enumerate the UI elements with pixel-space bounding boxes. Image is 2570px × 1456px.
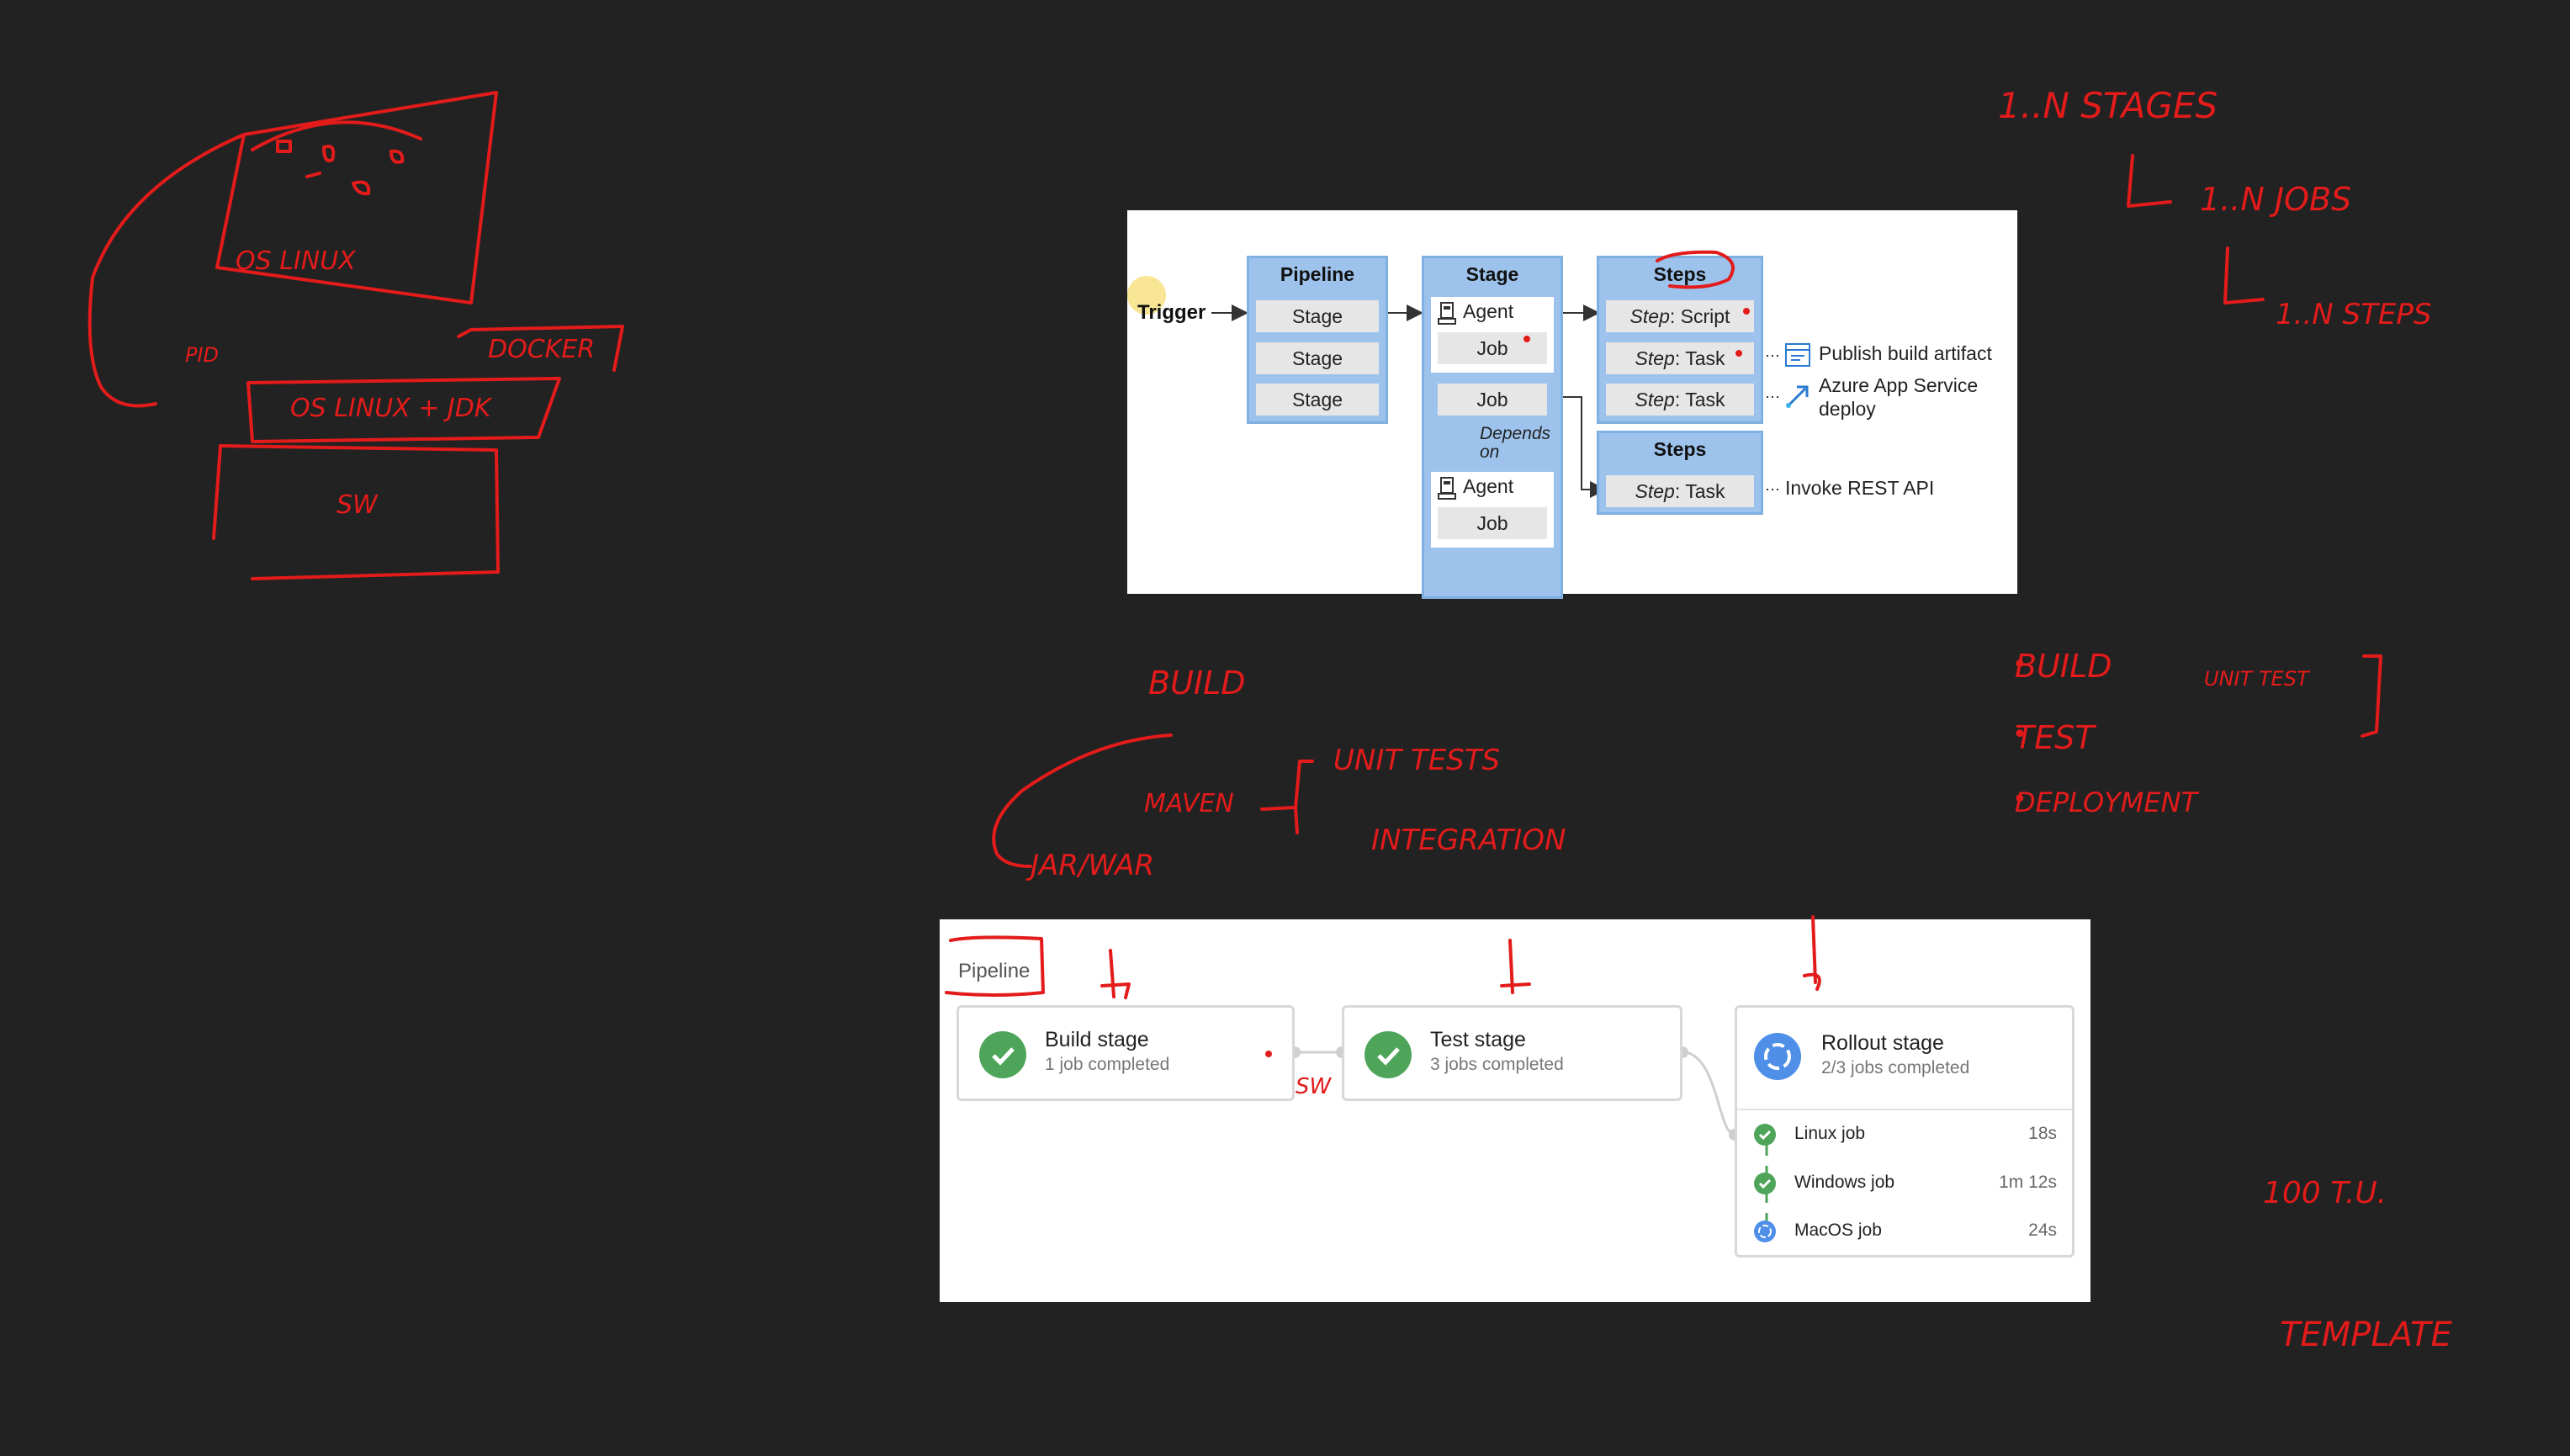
trigger-label: Trigger: [1137, 301, 1206, 324]
build-stage-card[interactable]: Build stage 1 job completed: [956, 1005, 1295, 1101]
handwritten-list-build-note: UNIT TEST: [2204, 667, 2311, 691]
job-name[interactable]: Windows job: [1794, 1173, 1895, 1192]
job-connector-line: [1765, 1142, 1768, 1223]
stage-status: 2/3 jobs completed: [1821, 1058, 1970, 1077]
handwritten-build: BUILD: [1148, 664, 1246, 702]
stage-job-2: Job: [1438, 384, 1547, 416]
handwritten-sw: SW: [1296, 1074, 1333, 1099]
stage-title: Rollout stage: [1821, 1031, 1944, 1055]
handwritten-hundred: 100 T.U.: [2263, 1176, 2387, 1210]
pipeline-run-panel: Pipeline Build stage 1 job completed Tes…: [940, 919, 2090, 1302]
stage-divider: [1737, 1109, 2072, 1110]
handwritten-list-deploy: DEPLOYMENT: [2015, 786, 2200, 818]
stage-status: 3 jobs completed: [1430, 1055, 1564, 1074]
stage-job-1: Job: [1438, 332, 1547, 364]
job-duration: 24s: [2028, 1220, 2057, 1240]
pipeline-title: Pipeline: [1280, 263, 1355, 285]
job-duration: 18s: [2028, 1124, 2057, 1143]
step-script: Step: Script: [1606, 300, 1754, 332]
handwritten-template: TEMPLATE: [2280, 1316, 2453, 1354]
handwritten-jar: JAR/WAR: [1025, 849, 1154, 882]
success-check-icon: [1364, 1031, 1412, 1078]
agent-icon: [1438, 477, 1456, 500]
stage-title: Build stage: [1045, 1028, 1149, 1051]
architecture-diagram-panel: Trigger Pipeline Stage Stage Stage Stage: [1127, 210, 2017, 599]
handwritten-jobs: 1..N JOBS: [2200, 181, 2351, 218]
step-task-publish: Step: Task: [1606, 342, 1754, 374]
test-stage-card[interactable]: Test stage 3 jobs completed: [1342, 1005, 1682, 1101]
success-check-icon: [1754, 1173, 1776, 1194]
handwritten-os-linux: OS LINUX: [236, 246, 357, 276]
stage-title: Stage: [1465, 263, 1519, 285]
rollout-stage-card[interactable]: Rollout stage 2/3 jobs completed Linux j…: [1735, 1005, 2075, 1257]
azure-deploy-note-line2: deploy: [1819, 398, 1876, 420]
agent-box-2: Agent Job: [1431, 472, 1554, 548]
job-name[interactable]: Linux job: [1794, 1124, 1866, 1143]
handwritten-pid: PID: [185, 343, 219, 367]
success-check-icon: [1754, 1124, 1776, 1146]
success-check-icon: [979, 1031, 1026, 1078]
handwritten-stages: 1..N STAGES: [1998, 85, 2218, 126]
agent-icon: [1438, 302, 1456, 325]
depends-on-label: Depends on: [1480, 424, 1551, 462]
handwritten-os-linux-jdk: OS LINUX + JDK: [290, 394, 493, 423]
pipeline-stage-3: Stage: [1256, 384, 1379, 416]
pipeline-stage-2: Stage: [1256, 342, 1379, 374]
handwritten-bullet: •: [2012, 720, 2027, 749]
in-progress-icon: [1754, 1220, 1776, 1242]
handwritten-list-build: BUILD: [2015, 648, 2112, 685]
publish-artifact-note: Publish build artifact: [1819, 342, 1992, 364]
handwritten-steps: 1..N STEPS: [2276, 298, 2431, 331]
steps-title-2: Steps: [1653, 438, 1707, 460]
handwritten-sw-box: SW: [336, 490, 379, 520]
artifact-icon: [1785, 343, 1810, 367]
agent-label-2: Agent: [1463, 475, 1514, 497]
steps-column-1: Steps Step: Script Step: Task Step: Task: [1597, 256, 1763, 424]
stage-title: Test stage: [1430, 1028, 1526, 1051]
handwritten-bullet: •: [2012, 650, 2027, 680]
agent-label-1: Agent: [1463, 300, 1514, 322]
diagram-connectors: [1211, 304, 1782, 498]
step-task-rest: Step: Task: [1606, 475, 1754, 507]
handwritten-unit-tests: UNIT TESTS: [1333, 744, 1500, 777]
handwritten-integration: INTEGRATION: [1371, 823, 1566, 857]
pipeline-stage-1: Stage: [1256, 300, 1379, 332]
pipeline-label: Pipeline: [958, 960, 1031, 982]
in-progress-icon: [1754, 1033, 1801, 1080]
pipeline-column: Pipeline Stage Stage Stage: [1247, 256, 1388, 424]
agent-box-1: Agent Job: [1431, 297, 1554, 373]
steps-column-2: Steps Step: Task: [1597, 431, 1763, 515]
step-task-deploy: Step: Task: [1606, 384, 1754, 416]
job-duration: 1m 12s: [1999, 1173, 2057, 1192]
steps-title-1: Steps: [1653, 263, 1707, 285]
stage-column: Stage Agent Job Job Depends on Agent Job: [1422, 256, 1563, 599]
azure-deploy-note-line1: Azure App Service: [1819, 374, 1979, 396]
app-service-deploy-icon: [1786, 385, 1809, 408]
handwritten-bullet: •: [2012, 785, 2027, 814]
handwritten-list-test: TEST: [2015, 719, 2096, 756]
handwritten-maven: MAVEN: [1144, 789, 1234, 818]
trigger-highlight: [1127, 276, 1166, 315]
invoke-rest-note: Invoke REST API: [1785, 477, 1935, 499]
handwritten-docker: DOCKER: [488, 335, 595, 364]
stage-job-3: Job: [1438, 507, 1547, 539]
job-name[interactable]: MacOS job: [1794, 1220, 1882, 1240]
stage-status: 1 job completed: [1045, 1055, 1170, 1074]
